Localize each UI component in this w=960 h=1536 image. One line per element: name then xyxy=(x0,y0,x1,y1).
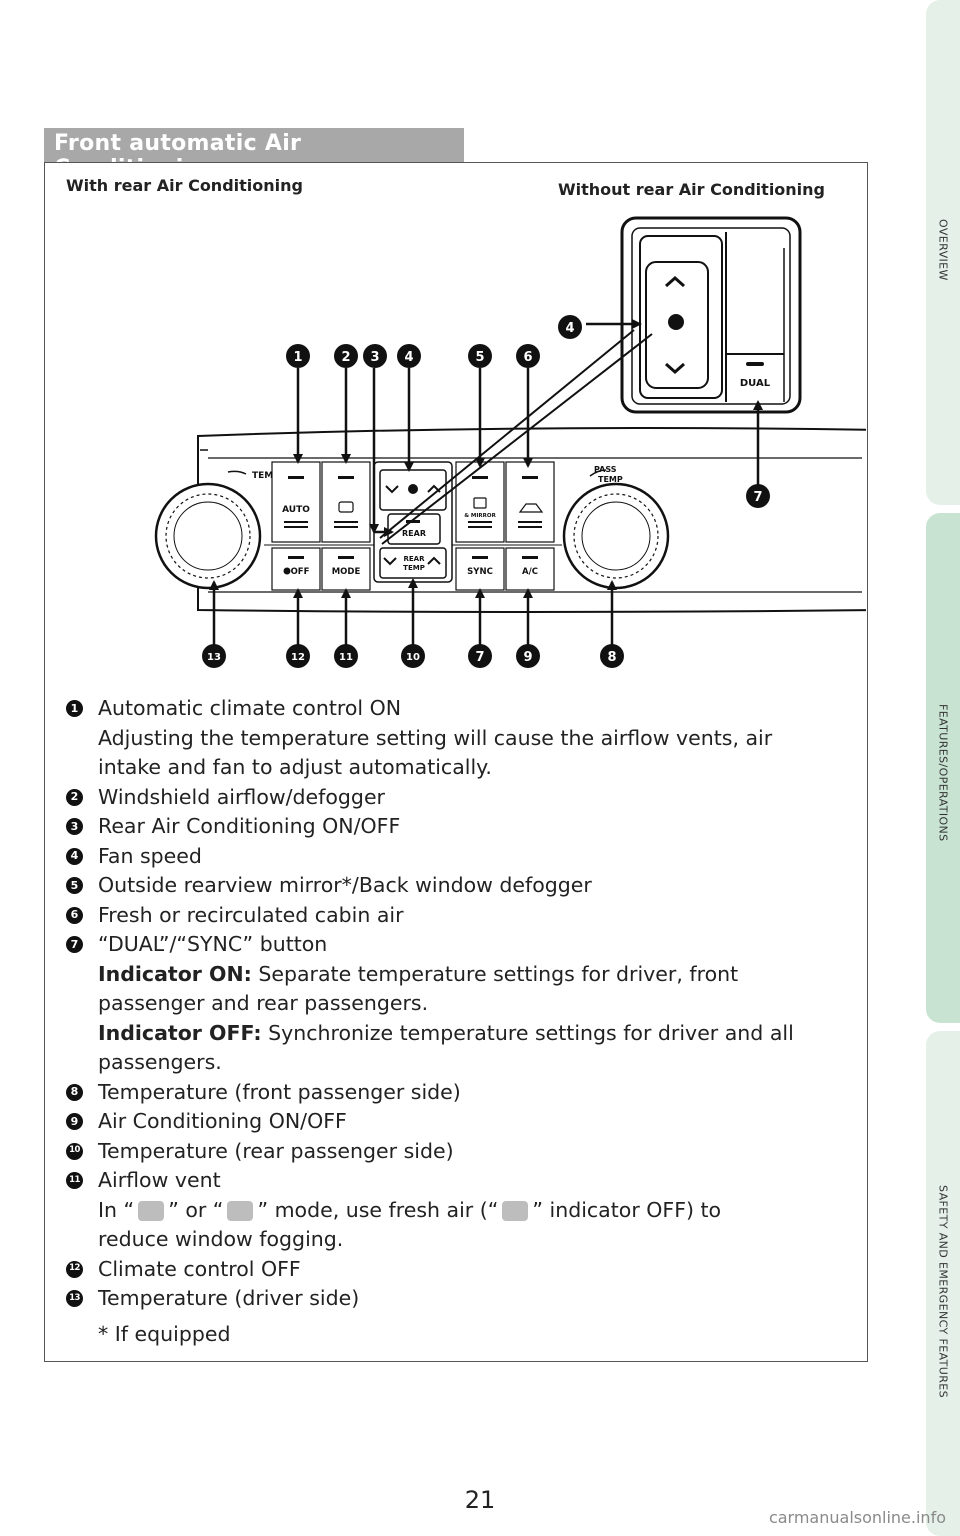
callout-4-inset: 4 xyxy=(558,315,582,339)
with-rear-caption: With rear Air Conditioning xyxy=(66,176,303,195)
svg-text:REAR: REAR xyxy=(404,555,426,563)
tab-safety-emergency[interactable]: SAFETY AND EMERGENCY FEATURES xyxy=(926,1031,960,1536)
section-header: Front automatic Air Conditioning xyxy=(44,128,464,181)
main-control-panel: TEMP PASS TEMP AUTO OFF MODE & MIRROR SY… xyxy=(154,427,866,613)
svg-text:MODE: MODE xyxy=(332,567,361,577)
svg-text:4: 4 xyxy=(404,350,413,365)
windshield-mode-icon xyxy=(227,1200,254,1221)
svg-text:7: 7 xyxy=(475,650,484,665)
svg-text:2: 2 xyxy=(341,350,350,365)
callout-7: 7 xyxy=(468,644,492,668)
recirculation-icon xyxy=(502,1200,529,1221)
svg-text:11: 11 xyxy=(339,652,353,663)
tab-safety-label: SAFETY AND EMERGENCY FEATURES xyxy=(936,1184,950,1398)
callout-12: 12 xyxy=(286,644,310,668)
list-item-11: 11 Airflow vent In “” or “” mode, use fr… xyxy=(64,1166,854,1255)
svg-text:A/C: A/C xyxy=(522,567,538,577)
svg-text:8: 8 xyxy=(607,650,616,665)
svg-text:& MIRROR: & MIRROR xyxy=(464,513,496,519)
callout-9: 9 xyxy=(516,644,540,668)
tab-features-label: FEATURES/OPERATIONS xyxy=(936,704,950,842)
svg-text:SYNC: SYNC xyxy=(467,567,493,577)
svg-text:REAR: REAR xyxy=(402,529,426,538)
callout-7-inset: 7 xyxy=(746,484,770,508)
callout-11: 11 xyxy=(334,644,358,668)
svg-text:AUTO: AUTO xyxy=(282,505,310,515)
page-number: 21 xyxy=(464,1486,496,1514)
tab-overview-label: OVERVIEW xyxy=(936,219,950,281)
fan-icon xyxy=(668,314,684,330)
callout-1: 1 xyxy=(286,344,310,368)
callout-2: 2 xyxy=(334,344,358,368)
section-title: Front automatic Air Conditioning xyxy=(54,131,302,181)
tab-features-operations[interactable]: FEATURES/OPERATIONS xyxy=(926,513,960,1023)
svg-text:OFF: OFF xyxy=(291,567,310,577)
svg-text:3: 3 xyxy=(370,350,379,365)
callout-3: 3 xyxy=(363,344,387,368)
svg-text:9: 9 xyxy=(523,650,532,665)
svg-text:1: 1 xyxy=(293,350,302,365)
dual-panel-inset: DUAL xyxy=(620,216,802,414)
footnote: * If equipped xyxy=(98,1322,231,1346)
svg-text:6: 6 xyxy=(523,350,532,365)
tab-overview[interactable]: OVERVIEW xyxy=(926,0,960,505)
number-badge: 1 xyxy=(66,700,83,717)
dual-label: DUAL xyxy=(740,378,771,389)
svg-text:7: 7 xyxy=(753,490,762,505)
svg-text:TEMP: TEMP xyxy=(252,471,280,481)
callout-13: 13 xyxy=(202,644,226,668)
callout-6: 6 xyxy=(516,344,540,368)
svg-text:TEMP: TEMP xyxy=(403,564,425,572)
content-frame xyxy=(44,162,868,1362)
climate-panel-diagram: DUAL TEMP PASS TEMP xyxy=(154,216,866,668)
callout-8: 8 xyxy=(600,644,624,668)
callout-10: 10 xyxy=(401,644,425,668)
without-rear-caption: Without rear Air Conditioning xyxy=(558,180,826,199)
callout-4: 4 xyxy=(397,344,421,368)
defroster-mode-icon xyxy=(138,1200,165,1221)
list-item-7: 7 “DUAL”/“SYNC” button Indicator ON: Sep… xyxy=(64,930,854,1078)
indicator-off-label: Indicator OFF: xyxy=(98,1020,262,1045)
indicator-on-label: Indicator ON: xyxy=(98,961,252,986)
watermark: carmanualsonline.info xyxy=(768,1508,946,1527)
svg-text:4: 4 xyxy=(565,321,574,336)
svg-text:13: 13 xyxy=(207,652,221,663)
list-item-1: 1 Automatic climate control ON Adjusting… xyxy=(64,694,854,783)
function-list: 1 Automatic climate control ON Adjusting… xyxy=(64,694,854,1314)
callout-5: 5 xyxy=(468,344,492,368)
svg-text:TEMP: TEMP xyxy=(598,475,623,484)
svg-text:10: 10 xyxy=(406,652,420,663)
svg-text:12: 12 xyxy=(291,652,305,663)
svg-text:5: 5 xyxy=(475,350,484,365)
